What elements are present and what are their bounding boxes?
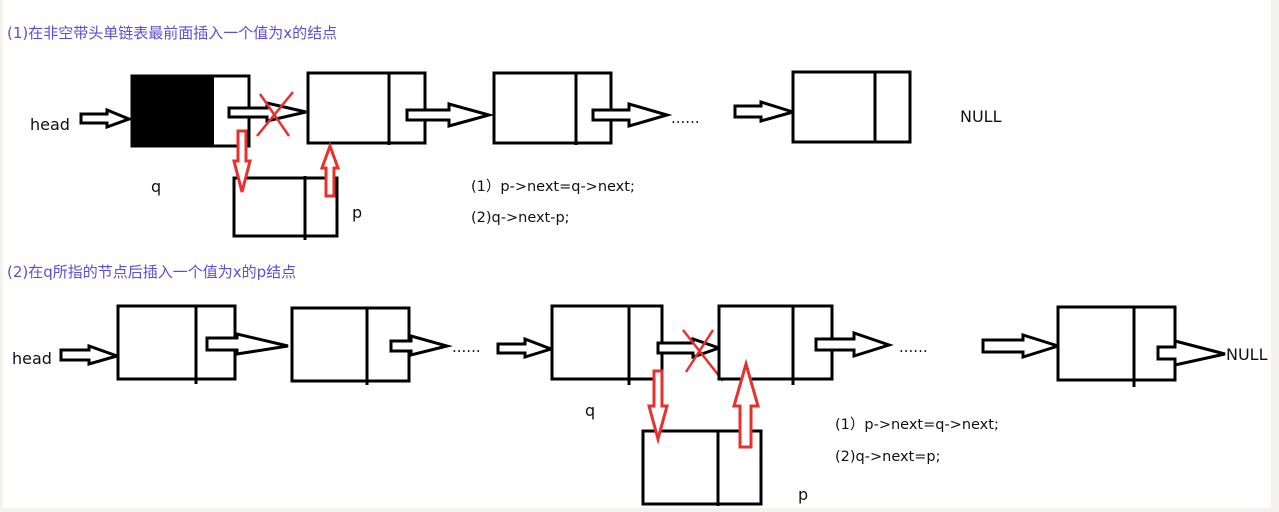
section2-step-2: (2)q->next=p; (835, 449, 941, 465)
section2-q-label: q (585, 401, 595, 420)
section1-q-label: q (151, 177, 161, 196)
diagram-canvas: (1)在非空带头单链表最前面插入一个值为x的结点 head ...... NUL… (3, 0, 1271, 508)
section2-p-to-next-arrow (732, 358, 760, 449)
section1-step-1: (1）p->next=q->next; (471, 178, 635, 195)
section1-null-label: NULL (960, 107, 1002, 126)
section2-null-label: NULL (1226, 345, 1268, 364)
section1-node-1 (306, 71, 427, 145)
section1-cross-icon (256, 91, 294, 137)
section1-head-node-data-filled (132, 76, 214, 146)
section2-arrow-after-q-dots (814, 330, 894, 359)
section1-old-next-arrow (227, 101, 307, 123)
section1-node-2 (492, 71, 613, 145)
section1-p-label: p (352, 203, 362, 222)
section2-arrow-2-dots (389, 334, 453, 357)
section1-arrow-dots-last (733, 99, 799, 123)
section2-node-q (550, 304, 664, 385)
section2-head-arrow (59, 343, 122, 366)
section1-q-to-p-arrow (232, 129, 252, 193)
section2-ellipsis-1: ...... (452, 338, 481, 356)
section1-arrow-1-2 (405, 102, 495, 128)
section1-head-arrow (79, 107, 134, 130)
section2-ellipsis-2: ...... (899, 338, 928, 356)
section2-step-1: (1）p->next=q->next; (835, 416, 999, 433)
linked-list-insertion-diagram: (1)在非空带头单链表最前面插入一个值为x的结点 head ...... NUL… (7, 24, 1268, 506)
section1-title: (1)在非空带头单链表最前面插入一个值为x的结点 (7, 24, 337, 42)
section1-p-to-node1-arrow (319, 141, 341, 198)
section2-cross-icon (682, 329, 724, 382)
section2-head-label: head (12, 349, 52, 368)
section1-new-node-p (232, 176, 339, 240)
section2-last-node (1056, 305, 1177, 387)
section2-node-1 (116, 304, 237, 384)
section2-p-label: p (798, 485, 808, 504)
section1-last-node (791, 70, 912, 144)
section2-old-next-arrow (656, 336, 724, 360)
section1-head-label: head (30, 115, 70, 134)
section2-arrow-dots-last (981, 332, 1064, 360)
section2-q-to-p-arrow (647, 369, 669, 445)
section1-step-2: (2)q->next-p; (471, 210, 570, 226)
section2-arrow-1-2 (205, 332, 289, 356)
section2-title: (2)在q所指的节点后插入一个值为x的p结点 (7, 263, 296, 281)
section1-arrow-2-dots (591, 102, 673, 128)
section2-arrow-dots-q (496, 336, 556, 360)
section1-ellipsis: ...... (671, 109, 700, 127)
section2-arrow-last-null (1156, 339, 1226, 367)
